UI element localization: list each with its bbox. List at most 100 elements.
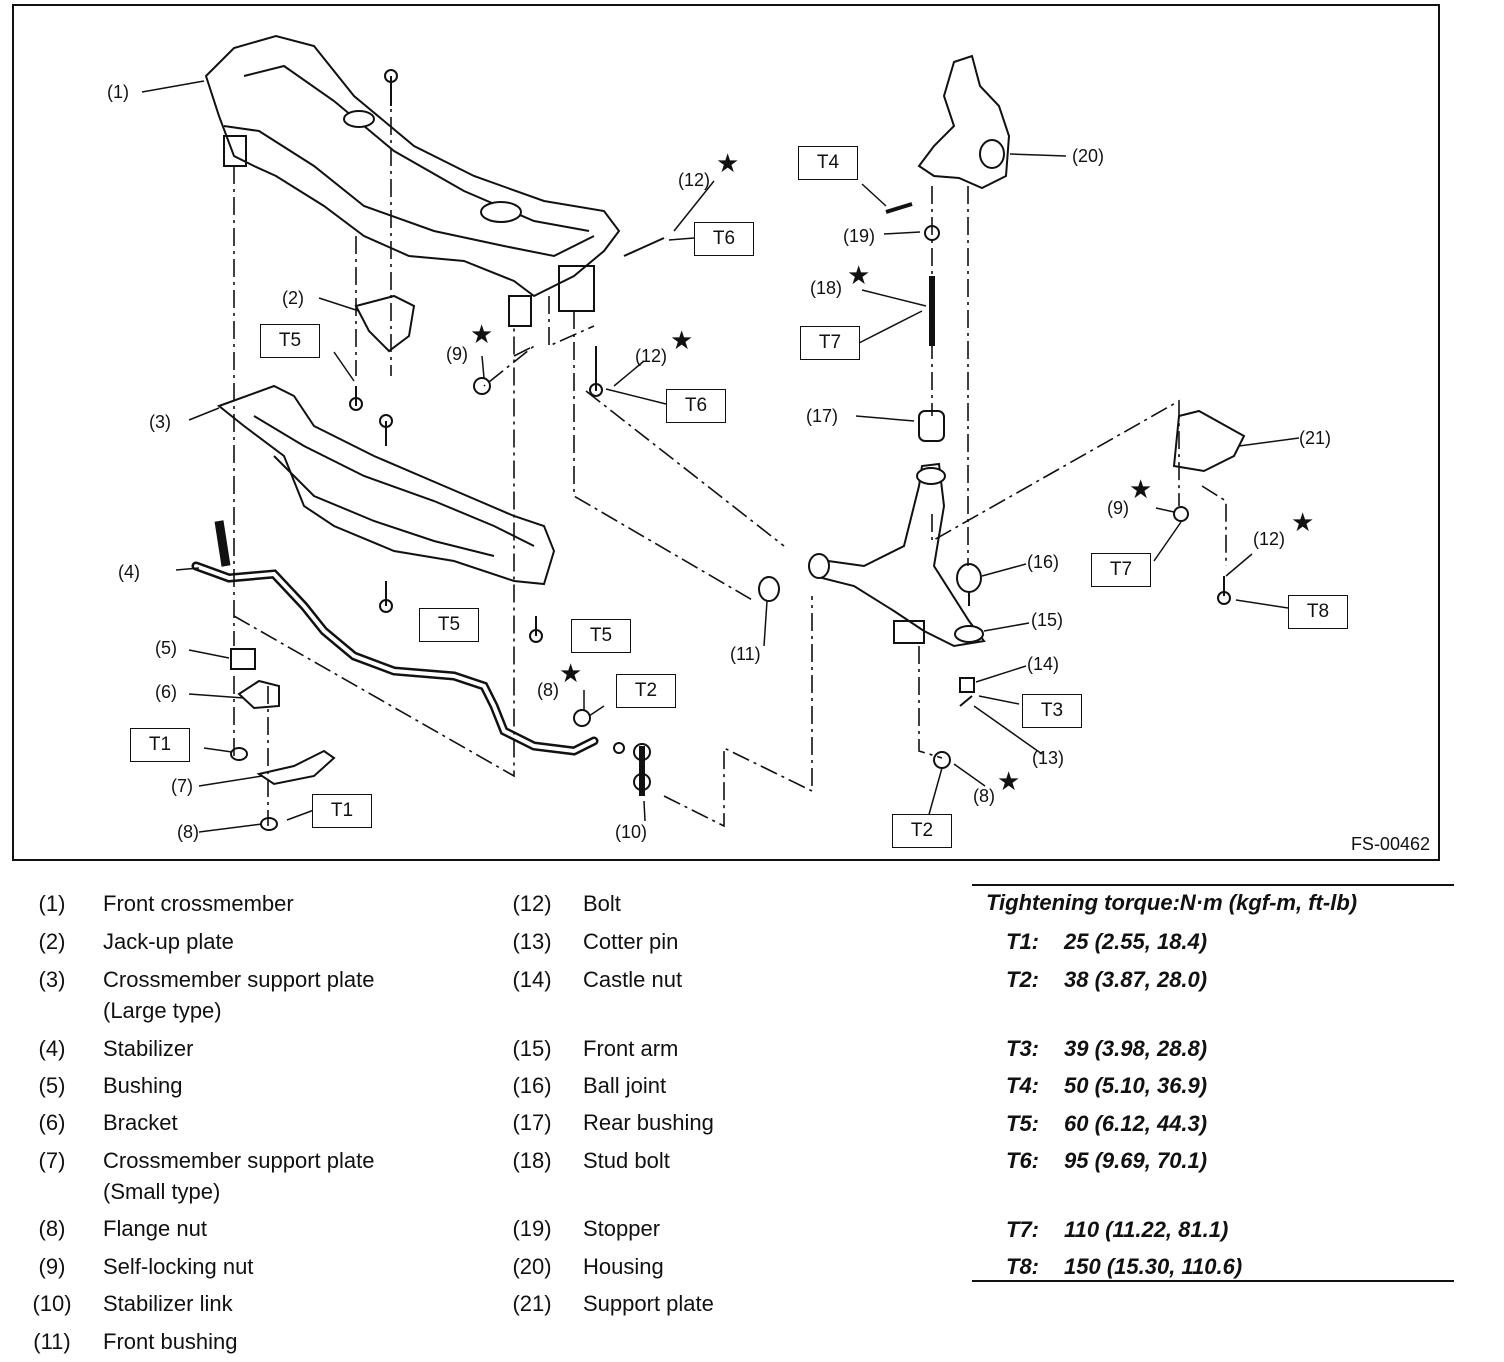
- callout-self-locking-nut-right: (9): [1107, 498, 1129, 518]
- torque-value: 150 (15.30, 110.6): [1064, 1254, 1243, 1279]
- legend-part-name: Stabilizer link: [103, 1291, 233, 1316]
- callout-bracket: (6): [155, 682, 177, 702]
- torque-box-t3: T3: [1022, 694, 1082, 728]
- legend-number: (5): [38, 1073, 66, 1098]
- legend-number: (10): [32, 1291, 72, 1316]
- callout-flange-nut-left: (8): [177, 822, 199, 842]
- torque-code: T7:: [1006, 1217, 1039, 1242]
- torque-code: T4:: [1006, 1073, 1039, 1098]
- callout-bushing: (5): [155, 638, 177, 658]
- callout-ball-joint: (16): [1027, 552, 1060, 572]
- torque-code: T1:: [1006, 929, 1039, 954]
- callout-jack-up-plate: (2): [282, 288, 304, 308]
- legend-number: (4): [38, 1036, 66, 1061]
- callout-stabilizer-link: (10): [615, 822, 648, 842]
- torque-code: T2:: [1006, 967, 1039, 992]
- legend-number: (20): [512, 1254, 552, 1279]
- legend-number: (14): [512, 967, 552, 992]
- callout-cotter-pin: (13): [1032, 748, 1065, 768]
- callout-stopper: (19): [843, 226, 876, 246]
- torque-value: 50 (5.10, 36.9): [1064, 1073, 1208, 1098]
- callout-stud-bolt: (18): [810, 278, 843, 298]
- legend-number: (15): [512, 1036, 552, 1061]
- legend-part-name: Front arm: [583, 1036, 679, 1061]
- torque-box-t7: T7: [1091, 553, 1151, 587]
- legend-part-name: Bracket: [103, 1110, 178, 1135]
- callout-castle-nut: (14): [1027, 654, 1060, 674]
- legend-part-name: Front bushing: [103, 1329, 238, 1354]
- legend-part-name: Crossmember support plate: [103, 967, 375, 992]
- torque-table: Tightening torque:N·m (kgf-m, ft-lb) T1:…: [972, 884, 1454, 1282]
- legend-part-name: Stud bolt: [583, 1148, 670, 1173]
- callout-flange-nut-right: (8): [973, 786, 995, 806]
- exploded-diagram: (1) (2) (3) (4) (5) (6) (7) (8) (8) (8) …: [12, 4, 1440, 861]
- legend-number: (6): [38, 1110, 66, 1135]
- callout-front-crossmember: (1): [107, 82, 129, 102]
- legend-number: (19): [512, 1216, 552, 1241]
- torque-code: T3:: [1006, 1036, 1039, 1061]
- legend-part-name: Cotter pin: [583, 929, 679, 954]
- torque-code: T8:: [1006, 1254, 1039, 1279]
- legend-part-name: Stopper: [583, 1216, 661, 1241]
- torque-box-t2: T2: [892, 814, 952, 848]
- legend-number: (8): [38, 1216, 66, 1241]
- callout-self-locking-nut-left: (9): [446, 344, 468, 364]
- star-icon: ★: [1129, 474, 1153, 504]
- figure-id: FS-00462: [1350, 834, 1430, 854]
- legend-part-name: Bolt: [583, 891, 621, 916]
- legend-part-name-line2: (Small type): [103, 1179, 221, 1204]
- callout-rear-bushing: (17): [806, 406, 839, 426]
- legend-number: (16): [512, 1073, 552, 1098]
- diagram-drawing: [141, 34, 1300, 833]
- star-icon: ★: [997, 766, 1021, 796]
- front-crossmember-shape: [204, 34, 621, 298]
- legend-number: (18): [512, 1148, 552, 1173]
- callout-support-plate-large: (3): [149, 412, 171, 432]
- legend-number: (13): [512, 929, 552, 954]
- legend-part-name: Stabilizer: [103, 1036, 194, 1061]
- legend-number: (9): [38, 1254, 66, 1279]
- legend-part-name: Ball joint: [583, 1073, 667, 1098]
- legend-number: (12): [512, 891, 552, 916]
- torque-value: 38 (3.87, 28.0): [1064, 967, 1208, 992]
- star-icon: ★: [559, 658, 583, 688]
- star-icon: ★: [1291, 507, 1315, 537]
- legend-number: (21): [512, 1291, 552, 1316]
- torque-box-t2: T2: [616, 674, 676, 708]
- callout-housing: (20): [1072, 146, 1105, 166]
- torque-value: 95 (9.69, 70.1): [1064, 1148, 1208, 1173]
- legend-number: (3): [38, 967, 66, 992]
- star-icon: ★: [847, 260, 871, 290]
- torque-box-t8: T8: [1288, 595, 1348, 629]
- support-plate-large-shape: [216, 384, 556, 586]
- legend-part-name: Front crossmember: [103, 891, 294, 916]
- legend-number: (17): [512, 1110, 552, 1135]
- star-icon: ★: [470, 319, 494, 349]
- torque-box-t5: T5: [571, 619, 631, 653]
- legend-part-name: Bushing: [103, 1073, 183, 1098]
- legend-part-name: Housing: [583, 1254, 664, 1279]
- star-icon: ★: [670, 325, 694, 355]
- legend-part-name: Rear bushing: [583, 1110, 714, 1135]
- legend-part-name: Self-locking nut: [103, 1254, 254, 1279]
- legend-part-name-line2: (Large type): [103, 998, 222, 1023]
- callout-support-plate-small: (7): [171, 776, 193, 796]
- callout-front-arm: (15): [1031, 610, 1064, 630]
- legend-number: (7): [38, 1148, 66, 1173]
- callout-stabilizer: (4): [118, 562, 140, 582]
- torque-value: 110 (11.22, 81.1): [1064, 1217, 1229, 1242]
- torque-box-t6: T6: [694, 222, 754, 256]
- torque-value: 60 (6.12, 44.3): [1064, 1111, 1208, 1136]
- legend-part-name: Crossmember support plate: [103, 1148, 375, 1173]
- torque-code: T6:: [1006, 1148, 1039, 1173]
- torque-box-t4: T4: [798, 146, 858, 180]
- legend-number: (2): [38, 929, 66, 954]
- callout-bolt-mid: (12): [635, 346, 668, 366]
- legend-number: (1): [38, 891, 66, 916]
- legend-part-name: Castle nut: [583, 967, 683, 992]
- callout-flange-nut-mid: (8): [537, 680, 559, 700]
- torque-box-t1: T1: [130, 728, 190, 762]
- torque-box-t6: T6: [666, 389, 726, 423]
- callout-support-plate: (21): [1299, 428, 1332, 448]
- legend-part-name: Support plate: [583, 1291, 714, 1316]
